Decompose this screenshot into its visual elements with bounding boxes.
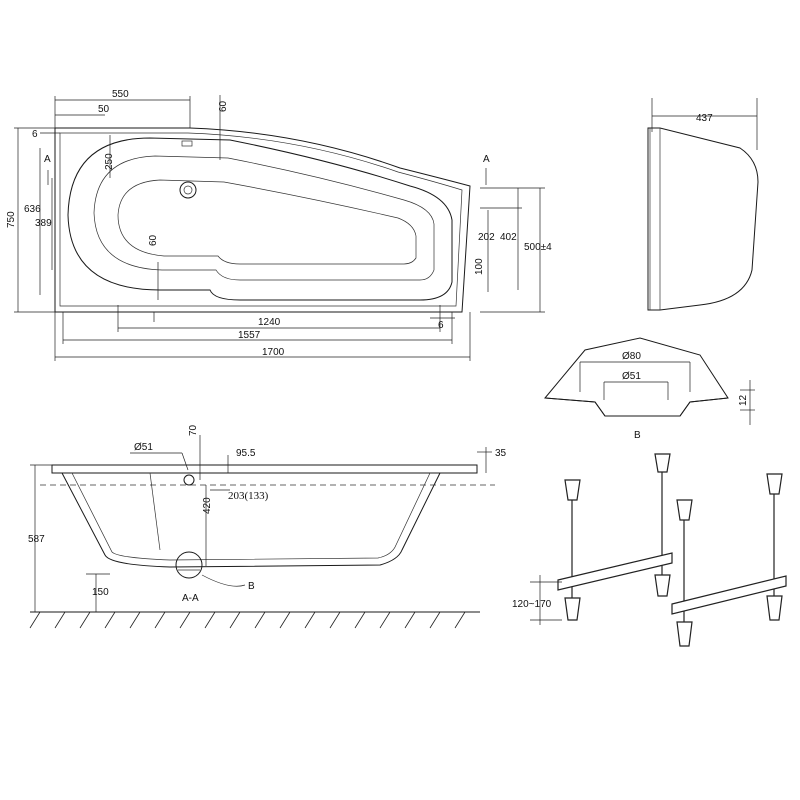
detail-b: Ø80 Ø51 12 B [543,337,755,441]
dim-80: Ø80 [622,351,641,362]
side-profile [647,127,759,311]
side-view: 437 [647,98,759,311]
dim-402: 402 [500,232,517,243]
tub-section-body [61,472,441,568]
section-aa-label: A-A [182,593,199,604]
dim-203: 203(133) [228,490,269,502]
overflow [181,140,193,147]
tub-inner-basin [67,137,453,301]
detail-b-label: B [634,430,641,441]
dim-60-top: 60 [218,100,229,112]
dim-51-detail: Ø51 [622,371,641,382]
leg-assembly-rear [671,473,787,647]
section-a-left: A [44,154,51,165]
dim-550: 550 [112,89,129,100]
dim-100: 100 [474,258,485,275]
drain-section [175,551,203,579]
dim-leg-range: 120~170 [512,599,552,610]
dim-1557: 1557 [238,330,261,341]
section-view: B A-A Ø51 70 95.5 35 203(133) 420 587 15… [28,424,507,629]
rim [51,464,478,474]
dim-500: 500±4 [524,242,552,253]
overflow-hole [183,474,195,486]
section-a-right: A [483,154,490,165]
leg-assembly-front [557,453,673,621]
dim-12: 12 [738,394,749,406]
dim-1240: 1240 [258,317,281,328]
floor-hatching [29,611,466,629]
dim-60-inner: 60 [148,234,159,246]
tub-outer-outline [54,127,471,313]
dim-35: 35 [495,448,507,459]
dim-250: 250 [104,153,115,170]
dim-6-left: 6 [32,129,38,140]
dim-587: 587 [28,534,45,545]
dim-202: 202 [478,232,495,243]
section-b-label: B [248,581,255,592]
dim-150: 150 [92,587,109,598]
dim-389: 389 [35,218,52,229]
dim-1700: 1700 [262,347,285,358]
plan-view: 550 50 60 6 A A 750 636 389 250 60 500±4 [6,89,552,361]
leg-frame: 120~170 [512,453,787,647]
dim-636: 636 [24,204,41,215]
dim-6-bottom: 6 [438,320,444,331]
dim-51-section: Ø51 [134,442,153,453]
dim-70: 70 [188,424,199,436]
dim-420: 420 [202,497,213,514]
drain-hole [179,181,197,199]
dim-50: 50 [98,104,110,115]
dim-750: 750 [6,211,17,228]
dim-95-5: 95.5 [236,448,256,459]
dim-437: 437 [696,113,713,124]
